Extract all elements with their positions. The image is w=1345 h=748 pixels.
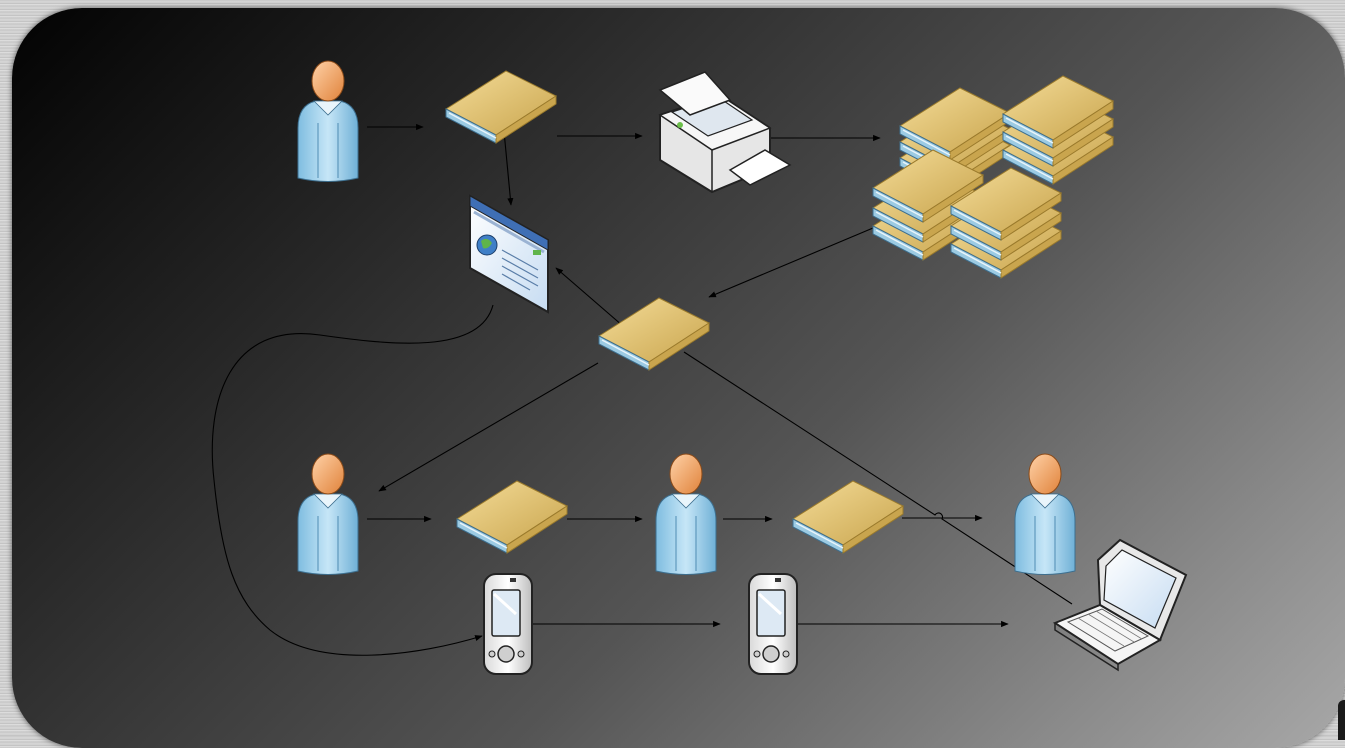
arrow-stacks-to-center-book xyxy=(708,227,874,298)
person-icon-middle xyxy=(655,453,717,575)
person-icon-author xyxy=(297,60,359,182)
book-icon-center xyxy=(598,297,710,371)
arrow-center-book-to-person-left xyxy=(378,362,599,492)
pda-icon-left xyxy=(482,572,534,676)
panel-edge-tab xyxy=(1338,700,1345,740)
web-page-icon xyxy=(469,194,549,314)
laptop-icon xyxy=(1052,538,1188,672)
book-icon-draft xyxy=(445,70,557,144)
book-stack-icon xyxy=(872,75,1114,279)
person-icon-left xyxy=(297,453,359,575)
book-icon-row-1 xyxy=(456,480,568,554)
printer-icon xyxy=(658,71,792,194)
pda-icon-middle xyxy=(747,572,799,676)
connector-center-book-to-laptop xyxy=(683,351,1073,605)
arrow-center-book-to-webpage xyxy=(555,267,624,327)
curve-webpage-to-pda-left xyxy=(211,304,494,656)
person-icon-right xyxy=(1014,453,1076,575)
book-icon-row-2 xyxy=(792,480,904,554)
